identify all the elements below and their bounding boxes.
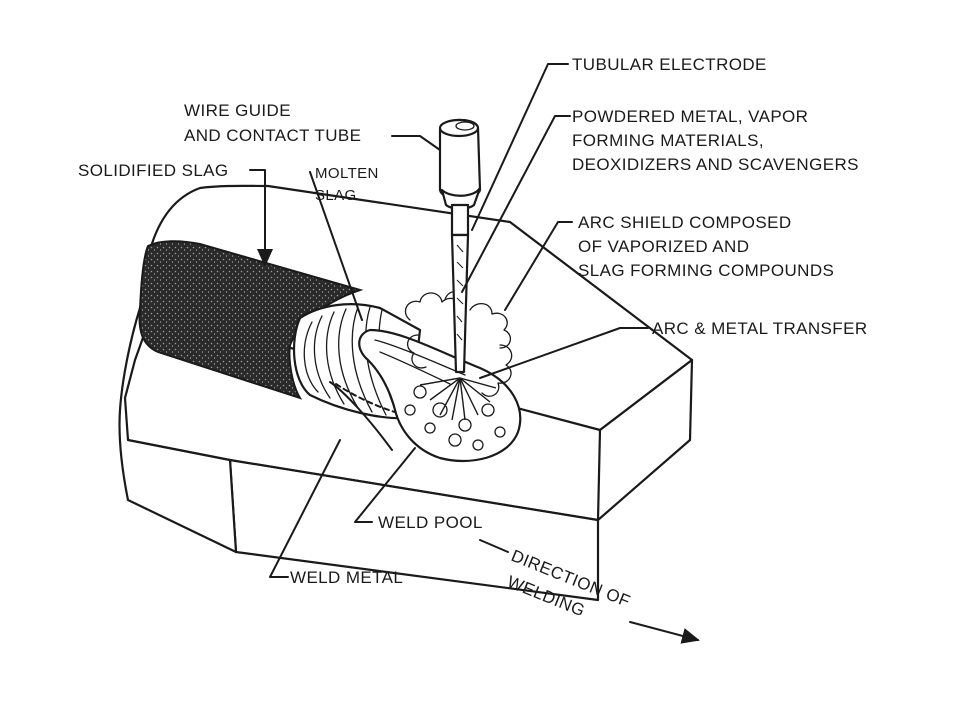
label-powdered-metal-line1: POWDERED METAL, VAPOR bbox=[572, 107, 808, 126]
label-arc-metal-transfer: ARC & METAL TRANSFER bbox=[652, 319, 868, 338]
label-weld-metal: WELD METAL bbox=[290, 568, 403, 587]
label-tubular-electrode: TUBULAR ELECTRODE bbox=[572, 55, 767, 74]
leader-arc-metal-transfer bbox=[479, 327, 649, 379]
label-arc-shield-line3: SLAG FORMING COMPOUNDS bbox=[578, 261, 834, 280]
electrode-flux-core bbox=[456, 244, 464, 341]
label-molten-slag-line2: SLAG bbox=[315, 187, 357, 204]
label-wire-guide-line1: WIRE GUIDE bbox=[184, 101, 291, 120]
leader-weld-pool bbox=[354, 447, 416, 523]
weld-pool-shape bbox=[358, 328, 522, 462]
label-arc-shield-line2: OF VAPORIZED AND bbox=[578, 237, 749, 256]
leader-powdered-metal bbox=[461, 115, 571, 293]
label-arc-shield-line1: ARC SHIELD COMPOSED bbox=[578, 213, 792, 232]
leader-solidified-slag bbox=[249, 169, 273, 267]
label-molten-slag-line1: MOLTEN bbox=[315, 165, 379, 182]
metal-droplets bbox=[404, 385, 506, 451]
leader-tubular-electrode bbox=[471, 63, 569, 231]
front-edge bbox=[127, 439, 231, 461]
arc-rays bbox=[419, 377, 497, 421]
tubular-electrode-wire bbox=[450, 233, 470, 374]
solidified-slag-shape bbox=[138, 240, 364, 400]
label-wire-guide-line2: AND CONTACT TUBE bbox=[184, 126, 361, 145]
direction-arrow-end bbox=[629, 621, 700, 644]
leader-weld-metal bbox=[269, 439, 341, 578]
electrode-assembly bbox=[438, 118, 482, 374]
block-left-end bbox=[118, 306, 238, 554]
leader-molten-slag bbox=[309, 171, 363, 321]
label-powdered-metal-line2: FORMING MATERIALS, bbox=[572, 131, 764, 150]
label-powdered-metal-line3: DEOXIDIZERS AND SCAVENGERS bbox=[572, 155, 859, 174]
workpiece-block bbox=[118, 184, 694, 602]
leader-arc-shield bbox=[504, 221, 573, 311]
labels: TUBULAR ELECTRODE POWDERED METAL, VAPOR … bbox=[78, 55, 868, 620]
leader-wire-guide bbox=[391, 135, 441, 151]
direction-arrow-start bbox=[479, 539, 509, 553]
block-right-face bbox=[596, 358, 694, 522]
front-top-edge bbox=[229, 459, 599, 521]
label-solidified-slag: SOLIDIFIED SLAG bbox=[78, 161, 229, 180]
leader-lines bbox=[249, 63, 700, 644]
label-weld-pool: WELD POOL bbox=[378, 513, 483, 532]
